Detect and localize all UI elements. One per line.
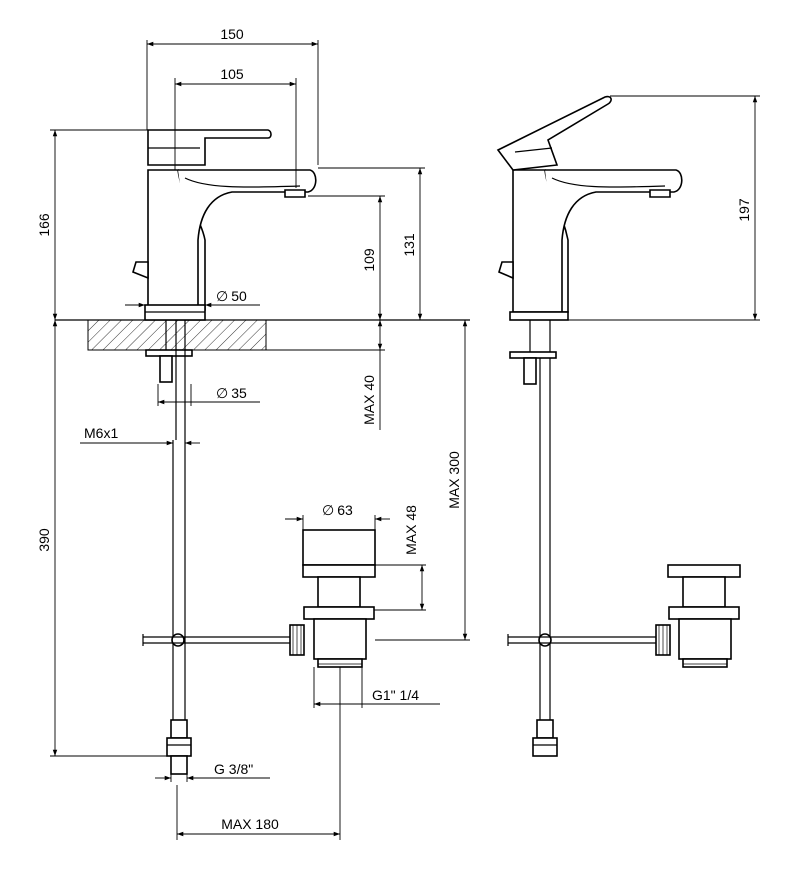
dim-max-48: MAX 48 [403,505,419,555]
dim-dia-35: ∅35 [216,385,247,401]
dim-m6x1: M6x1 [84,425,118,441]
dim-dia-50: ∅50 [216,288,247,304]
dim-max-180: MAX 180 [221,816,279,832]
dim-150: 150 [220,26,244,42]
dim-g-3-8: G 3/8" [214,761,253,777]
dim-197: 197 [736,198,752,222]
popup-rod [142,633,290,647]
dim-g1-1-4: G1" 1/4 [372,687,419,703]
supply-hose [166,440,192,775]
front-dimension-lines [50,40,470,840]
dim-109: 109 [361,248,377,272]
dim-166: 166 [36,213,52,237]
dim-105: 105 [220,66,244,82]
dim-dia-63: ∅63 [322,502,353,518]
mounting-stud [145,320,193,440]
dim-390: 390 [36,528,52,552]
dim-max-40: MAX 40 [361,375,377,425]
waste-fitting [289,529,376,668]
side-view: 197 [496,95,760,757]
dim-max-300: MAX 300 [446,451,462,509]
countertop-section [87,319,267,351]
front-view: 150 105 166 131 109 ∅50 ∅35 MAX 40 M6x1 … [36,26,470,840]
dim-131: 131 [401,233,417,257]
faucet-body [132,129,317,321]
